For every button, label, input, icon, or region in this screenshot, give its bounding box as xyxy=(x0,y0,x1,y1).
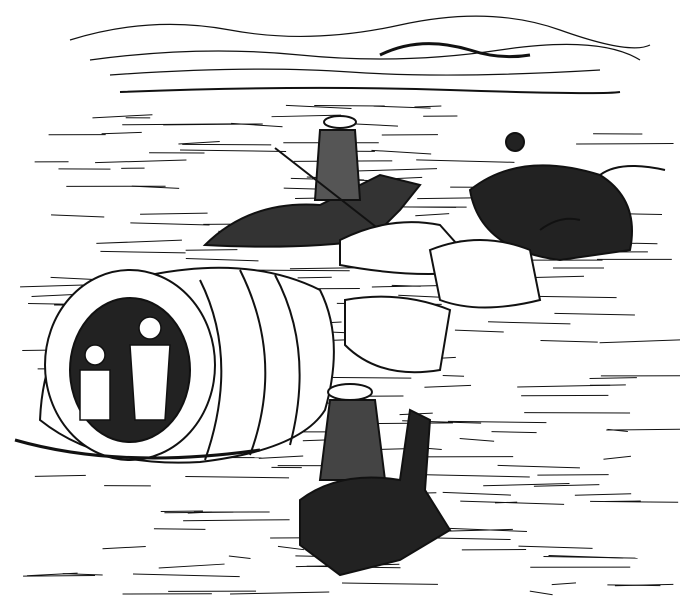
water-stroke xyxy=(164,511,234,514)
water-stroke xyxy=(102,545,146,550)
water-stroke xyxy=(314,104,385,107)
water-stroke xyxy=(185,249,238,251)
water-stroke xyxy=(185,258,259,262)
wagon-passengers xyxy=(79,316,171,421)
water-stroke xyxy=(130,222,210,226)
water-stroke xyxy=(551,582,577,586)
water-stroke xyxy=(414,105,442,108)
water-stroke xyxy=(95,159,187,164)
water-stroke xyxy=(483,483,570,487)
water-stroke xyxy=(459,438,495,442)
water-stroke xyxy=(599,339,681,344)
water-stroke xyxy=(323,376,412,379)
water-stroke xyxy=(271,114,342,118)
water-stroke xyxy=(158,563,225,569)
water-stroke xyxy=(537,474,609,476)
water-stroke xyxy=(163,123,263,126)
water-stroke xyxy=(603,455,631,460)
distant-hills xyxy=(69,15,651,95)
water-stroke xyxy=(529,295,617,299)
rider-on-mule-foreground xyxy=(299,383,452,577)
water-stroke xyxy=(488,321,571,325)
water-stroke xyxy=(442,491,511,496)
water-stroke xyxy=(590,500,679,503)
water-stroke xyxy=(548,555,624,559)
water-stroke xyxy=(574,493,632,496)
water-stroke xyxy=(416,159,515,163)
water-stroke xyxy=(277,545,305,551)
water-stroke xyxy=(258,455,304,459)
water-stroke xyxy=(491,431,537,434)
water-stroke xyxy=(153,528,206,530)
water-stroke xyxy=(23,575,96,577)
water-stroke xyxy=(424,384,472,388)
water-stroke xyxy=(614,583,674,587)
longhorn-cattle xyxy=(339,132,666,374)
water-stroke xyxy=(517,384,626,388)
water-stroke xyxy=(454,329,504,333)
water-stroke xyxy=(589,377,637,380)
covered-wagon xyxy=(14,266,335,464)
water-stroke xyxy=(28,302,71,305)
water-stroke xyxy=(606,428,681,431)
water-stroke xyxy=(391,284,421,287)
water-stroke xyxy=(131,185,180,189)
water-stroke xyxy=(101,131,142,135)
water-stroke xyxy=(100,250,186,254)
water-stroke xyxy=(529,590,553,596)
water-stroke xyxy=(140,212,208,215)
water-stroke xyxy=(34,474,86,477)
water-stroke xyxy=(178,141,220,145)
water-stroke xyxy=(533,484,600,487)
water-stroke xyxy=(132,573,240,578)
water-stroke xyxy=(415,213,450,217)
water-stroke xyxy=(185,476,290,479)
water-stroke xyxy=(394,176,423,180)
water-stroke xyxy=(447,420,547,424)
water-stroke xyxy=(371,149,432,155)
water-stroke xyxy=(96,239,182,244)
water-stroke xyxy=(31,293,80,297)
water-stroke xyxy=(341,582,438,585)
water-stroke xyxy=(285,104,352,110)
water-stroke xyxy=(51,214,105,218)
water-stroke xyxy=(426,474,530,478)
water-stroke xyxy=(183,519,290,522)
water-stroke xyxy=(494,501,518,504)
water-stroke xyxy=(373,105,431,109)
water-stroke xyxy=(540,340,598,343)
water-stroke xyxy=(180,149,287,152)
water-stroke xyxy=(518,545,593,549)
water-stroke xyxy=(26,572,78,577)
water-stroke xyxy=(228,555,251,559)
water-stroke xyxy=(20,284,84,288)
water-stroke xyxy=(246,269,350,272)
water-stroke xyxy=(442,375,465,377)
water-stroke xyxy=(348,123,398,127)
water-stroke xyxy=(92,114,153,119)
water-stroke xyxy=(297,276,332,279)
water-stroke xyxy=(230,591,330,595)
water-stroke xyxy=(497,464,580,469)
water-stroke xyxy=(554,312,635,316)
